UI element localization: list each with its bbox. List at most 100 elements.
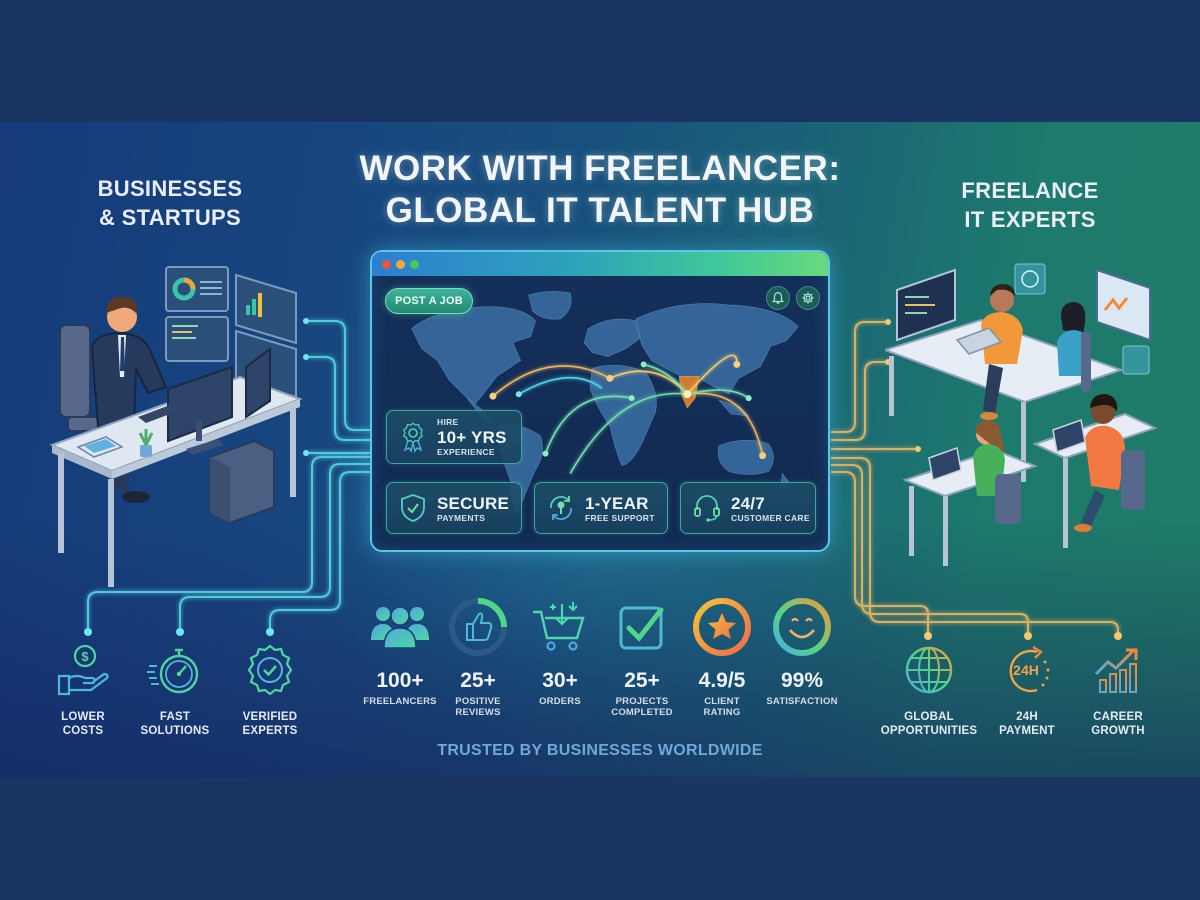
shopping-cart-icon [533,602,585,651]
secure-payments-card[interactable]: SECURE PAYMENTS [386,482,522,534]
support-refresh-icon [550,496,572,520]
people-group-icon [371,606,429,649]
businesses-heading-line-1: BUSINESSES [97,176,243,201]
benefit-label-line-1: GLOBAL [904,711,954,723]
free-support-label: FREE SUPPORT [585,513,655,524]
freelancers-team-illustration [885,260,1165,570]
stat-label: ORDERS [515,696,605,707]
stat-satisfaction: 99% SATISFACTION [757,594,847,707]
svg-text:24H: 24H [1013,662,1039,678]
benefit-label-line-1: CAREER [1093,711,1143,723]
notifications-button[interactable] [766,286,790,310]
stat-value: 99% [780,669,824,692]
smiley-ring-icon [773,598,831,656]
title-line-2: GLOBAL IT TALENT HUB [385,191,815,230]
twenty-four-seven-label: 24/7 [731,494,765,514]
benefit-label: GLOBAL OPPORTUNITIES [874,710,984,738]
benefit-label-line-1: 24H [1016,711,1038,723]
benefit-fast-solutions: FAST SOLUTIONS [120,640,230,738]
post-a-job-button[interactable]: POST A JOB [385,288,473,314]
infographic-banner: WORK WITH FREELANCER: GLOBAL IT TALENT H… [0,122,1200,777]
growth-chart-icon [1094,648,1142,695]
gear-icon [802,292,814,304]
stat-label: SATISFACTION [757,696,847,707]
settings-button[interactable] [796,286,820,310]
window-maximize-dot[interactable] [410,259,419,269]
globe-icon [905,646,953,694]
freelancers-heading: FREELANCE IT EXPERTS [935,176,1125,234]
thumbs-up-icon [449,598,507,656]
benefit-label-line-2: SOLUTIONS [140,725,210,737]
benefit-global-opportunities: GLOBAL OPPORTUNITIES [874,640,984,738]
dashboard-screens-icon [165,266,297,399]
businessman-illustration [48,257,308,587]
customer-care-text: 24/7 CUSTOMER CARE [731,493,810,523]
stat-client-rating: 4.9/5 CLIENT RATING [677,594,767,718]
free-support-card[interactable]: 1-YEAR FREE SUPPORT [534,482,668,534]
award-ribbon-icon [403,422,423,453]
experience-years: 10+ YRS [437,427,507,447]
businesses-heading-line-2: & STARTUPS [99,205,241,230]
trusted-tagline: TRUSTED BY BUSINESSES WORLDWIDE [437,742,763,759]
stat-freelancers: 100+ FREELANCERS [355,594,445,707]
stat-label: CLIENT RATING [677,696,767,718]
hire-label: HIRE [437,417,459,427]
stat-label-line-1: PROJECTS [615,696,669,707]
benefit-label-line-1: LOWER [61,711,105,723]
stat-value: 25+ [624,669,660,692]
stat-label: PROJECTS COMPLETED [597,696,687,718]
app-window: POST A JOB HIRE 10+ YRS EXPERIEN [370,250,830,552]
benefit-label-line-1: VERIFIED [242,711,298,723]
freelancers-heading-line-1: FREELANCE [961,178,1099,203]
benefit-label: CAREER GROWTH [1063,710,1173,738]
star-ring-icon [693,598,751,656]
svg-text:$: $ [81,649,89,664]
verified-badge-icon [247,644,293,696]
one-year-label: 1-YEAR [585,494,649,514]
customer-care-card[interactable]: 24/7 CUSTOMER CARE [680,482,816,534]
stat-label-line-1: ORDERS [539,696,581,707]
benefit-lower-costs: $ LOWER COSTS [28,640,138,738]
stat-label-line-2: COMPLETED [611,707,673,718]
stat-label-line-2: REVIEWS [455,707,501,718]
stat-label-line-1: POSITIVE [455,696,501,707]
benefit-label-line-2: OPPORTUNITIES [880,725,978,737]
stat-projects-completed: 25+ PROJECTS COMPLETED [597,594,687,718]
world-map [411,291,799,516]
businesses-heading: BUSINESSES & STARTUPS [70,174,270,232]
benefit-label: VERIFIED EXPERTS [215,710,325,738]
benefit-label-line-1: FAST [159,711,191,723]
benefit-verified-experts: VERIFIED EXPERTS [215,640,325,738]
bell-icon [771,292,785,304]
customer-care-label: CUSTOMER CARE [731,513,810,524]
benefit-label-line-2: GROWTH [1091,725,1145,737]
headset-icon [694,495,720,522]
free-support-text: 1-YEAR FREE SUPPORT [585,493,655,523]
main-title: WORK WITH FREELANCER: GLOBAL IT TALENT H… [300,148,900,232]
secure-label: SECURE [437,494,510,514]
stopwatch-icon [147,648,199,694]
stat-value: 100+ [376,669,424,692]
benefit-label-line-2: PAYMENT [999,725,1055,737]
hire-experience-text: HIRE 10+ YRS EXPERIENCE [437,418,507,456]
stat-label-line-1: SATISFACTION [766,696,838,707]
stat-orders: 30+ ORDERS [515,594,605,707]
stat-value: 25+ [460,669,496,692]
stats-row: 100+ FREELANCERS 25+ POSITIVE REVIEWS [355,594,845,724]
stat-label-line-1: CLIENT [704,696,740,707]
secure-payments-text: SECURE PAYMENTS [437,493,509,523]
window-minimize-dot[interactable] [396,259,405,269]
checkbox-icon [619,606,664,650]
shield-check-icon [401,494,425,522]
stat-value: 4.9/5 [698,669,746,692]
benefit-label-line-2: COSTS [62,725,104,737]
24h-clock-icon: 24H [1009,645,1050,693]
hire-experience-card[interactable]: HIRE 10+ YRS EXPERIENCE [386,410,522,464]
window-close-dot[interactable] [382,259,391,269]
stat-label: POSITIVE REVIEWS [433,696,523,718]
freelancers-heading-line-2: IT EXPERTS [964,207,1096,232]
benefit-label: LOWER COSTS [28,710,138,738]
benefit-24h-payment: 24H 24H PAYMENT [972,640,1082,738]
stat-label-line-2: RATING [703,707,741,718]
window-titlebar [372,252,828,276]
